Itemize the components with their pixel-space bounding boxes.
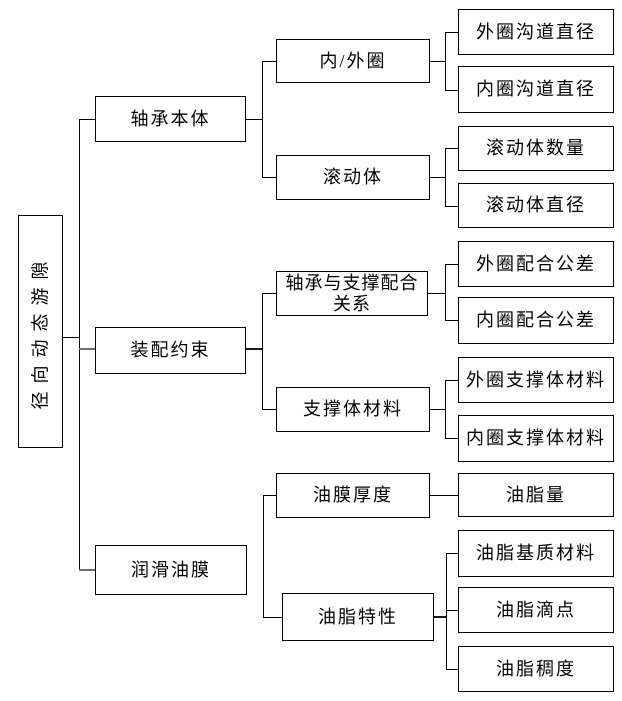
- node-outer-ring-fit-tolerance: 外圈配合公差: [458, 241, 614, 287]
- connector-line: [434, 616, 446, 618]
- node-label: 内圈配合公差: [476, 310, 596, 330]
- connector-line: [262, 293, 263, 410]
- node-label: 滚动体直径: [486, 195, 586, 215]
- connector-line: [445, 206, 458, 207]
- connector-line: [445, 320, 458, 321]
- connector-line: [246, 348, 262, 350]
- node-support-body-material: 支撑体材料: [276, 387, 430, 432]
- connector-line: [430, 495, 458, 496]
- connector-line: [445, 148, 446, 207]
- node-label: 油膜厚度: [313, 485, 393, 505]
- connector-line: [263, 617, 282, 618]
- connector-line: [430, 61, 445, 62]
- connector-line: [445, 438, 458, 439]
- node-label: 外圈沟道直径: [476, 21, 596, 42]
- node-inner-outer-ring: 内/外圈: [276, 39, 430, 83]
- connector-line: [445, 148, 458, 149]
- connector-line: [446, 610, 458, 611]
- node-label: 油脂滴点: [496, 599, 576, 620]
- connector-line: [446, 553, 447, 670]
- node-label: 轴承与支撑配合关系: [285, 272, 419, 314]
- node-label: 滚动体: [323, 167, 383, 187]
- node-inner-ring-fit-tolerance: 内圈配合公差: [458, 297, 614, 344]
- node-grease-base-material: 油脂基质材料: [458, 530, 614, 577]
- node-grease-amount: 油脂量: [458, 473, 614, 517]
- connector-line: [262, 293, 276, 294]
- node-rolling-element-diameter: 滚动体直径: [458, 183, 614, 228]
- node-label: 内圈沟道直径: [476, 79, 596, 99]
- connector-line: [263, 495, 264, 618]
- connector-line: [446, 669, 458, 670]
- connector-line: [79, 119, 95, 120]
- node-label: 油脂基质材料: [476, 543, 596, 563]
- connector-line: [445, 32, 446, 91]
- connector-line: [262, 409, 276, 410]
- node-grease-drop-point: 油脂滴点: [458, 587, 614, 633]
- node-radial-dynamic-clearance: 径向动态游隙: [18, 215, 63, 448]
- node-label: 外圈配合公差: [476, 253, 596, 274]
- connector-line: [445, 90, 458, 91]
- node-label: 支撑体材料: [303, 399, 403, 419]
- connector-line: [263, 495, 276, 496]
- connector-line: [79, 569, 95, 571]
- node-inner-ring-groove-diameter: 内圈沟道直径: [458, 66, 614, 113]
- node-label: 内圈支撑体材料: [466, 428, 606, 448]
- node-label: 油脂稠度: [496, 658, 576, 679]
- connector-line: [445, 264, 458, 265]
- node-grease-characteristics: 油脂特性: [282, 593, 434, 641]
- connector-line: [262, 61, 263, 178]
- connector-line: [79, 119, 80, 571]
- node-label: 滚动体数量: [486, 138, 586, 158]
- node-grease-consistency: 油脂稠度: [458, 646, 614, 692]
- connector-line: [430, 177, 445, 178]
- connector-line: [445, 380, 446, 439]
- node-label: 外圈支撑体材料: [466, 369, 606, 390]
- node-outer-ring-groove-diameter: 外圈沟道直径: [458, 9, 614, 55]
- connector-line: [446, 553, 458, 554]
- connector-line: [445, 264, 446, 321]
- node-label: 油脂特性: [318, 606, 398, 627]
- node-label: 油脂量: [506, 484, 566, 505]
- node-rolling-element-count: 滚动体数量: [458, 126, 614, 171]
- connector-line: [63, 337, 79, 338]
- node-bearing-support-fit-relationship: 轴承与支撑配合关系: [276, 271, 428, 316]
- node-bearing-body: 轴承本体: [95, 96, 246, 142]
- connector-line: [445, 32, 458, 33]
- node-label: 润滑油膜: [131, 559, 211, 580]
- node-rolling-element: 滚动体: [276, 155, 430, 200]
- connector-line: [262, 177, 276, 178]
- node-inner-ring-support-material: 内圈支撑体材料: [458, 415, 614, 462]
- connector-line: [428, 293, 445, 294]
- node-lubricating-oil-film: 润滑油膜: [95, 545, 247, 595]
- node-assembly-constraint: 装配约束: [95, 327, 246, 374]
- node-oil-film-thickness: 油膜厚度: [276, 473, 430, 518]
- connector-line: [430, 409, 445, 410]
- node-outer-ring-support-material: 外圈支撑体材料: [458, 357, 614, 403]
- node-label: 轴承本体: [130, 108, 211, 129]
- connector-line: [79, 348, 95, 350]
- connector-line: [262, 61, 276, 62]
- connector-line: [246, 119, 262, 120]
- node-label: 内/外圈: [319, 50, 387, 71]
- connector-line: [445, 380, 458, 381]
- node-label: 径向动态游隙: [30, 253, 50, 410]
- node-label: 装配约束: [130, 340, 211, 360]
